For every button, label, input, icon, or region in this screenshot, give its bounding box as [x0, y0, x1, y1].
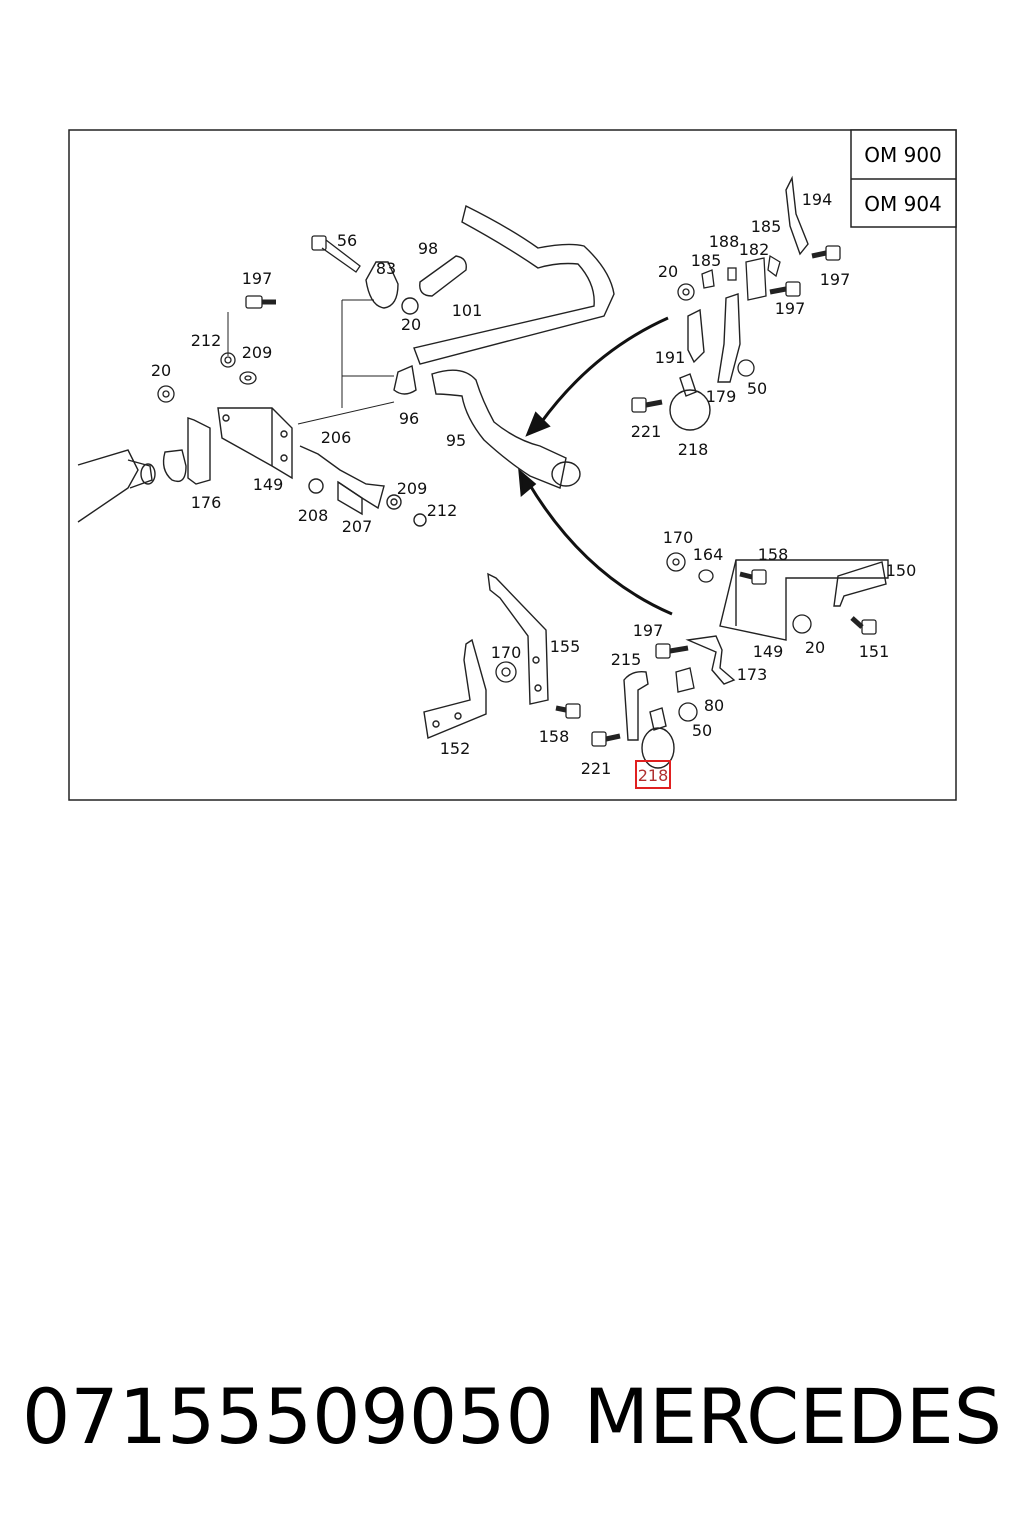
- clamp-218-lower: [641, 707, 675, 769]
- bracket-149-right: [719, 559, 889, 641]
- arrow-upper: [525, 316, 669, 437]
- callout-170: 170: [663, 528, 694, 547]
- callout-176: 176: [191, 493, 222, 512]
- fasteners-upper-right: [631, 245, 841, 413]
- callout-221: 221: [581, 759, 612, 778]
- arrow-lower: [518, 468, 673, 616]
- callout-188: 188: [709, 232, 740, 251]
- hanger-96: [393, 365, 417, 395]
- engine-code-om900: OM 900: [864, 143, 942, 167]
- callout-155: 155: [550, 637, 581, 656]
- callout-208: 208: [298, 506, 329, 525]
- exhaust-parts-diagram: OM 900 OM 904: [68, 129, 957, 801]
- callout-150: 150: [886, 561, 917, 580]
- callout-212: 212: [427, 501, 458, 520]
- pipe-95: [431, 369, 581, 489]
- callout-50: 50: [692, 721, 712, 740]
- callout-96: 96: [399, 409, 419, 428]
- hanger-194: [785, 175, 809, 256]
- callout-179: 179: [706, 387, 737, 406]
- callout-170: 170: [491, 643, 522, 662]
- callout-152: 152: [440, 739, 471, 758]
- callout-20: 20: [805, 638, 825, 657]
- callout-185: 185: [751, 217, 782, 236]
- callout-20: 20: [658, 262, 678, 281]
- clamp-176: [162, 417, 211, 485]
- brand-name: MERCEDES: [583, 1372, 1002, 1461]
- bracket-149-left: [217, 407, 293, 480]
- highlighted-callout-label: 218: [638, 766, 669, 785]
- callout-50: 50: [747, 379, 767, 398]
- bracket-155: [487, 572, 549, 705]
- fasteners-lower-right: [495, 552, 877, 747]
- clamp-83: [365, 261, 419, 315]
- callout-197: 197: [633, 621, 664, 640]
- callout-209: 209: [242, 343, 273, 362]
- part-number: 07155509050: [22, 1372, 554, 1461]
- callout-149: 149: [753, 642, 784, 661]
- callout-191: 191: [655, 348, 686, 367]
- callout-98: 98: [418, 239, 438, 258]
- callout-83: 83: [376, 259, 396, 278]
- callout-labels: 197 56 83 98 20 101 212 209 20 96 95 206…: [151, 190, 916, 778]
- hanger-173: [685, 635, 736, 685]
- callout-197: 197: [242, 269, 273, 288]
- callout-20: 20: [401, 315, 421, 334]
- callout-197: 197: [775, 299, 806, 318]
- callout-209: 209: [397, 479, 428, 498]
- callout-194: 194: [802, 190, 833, 209]
- callout-158: 158: [758, 545, 789, 564]
- callout-20: 20: [151, 361, 171, 380]
- callout-80: 80: [704, 696, 724, 715]
- caption-bar: 07155509050 MERCEDES: [0, 1372, 1024, 1472]
- callout-151: 151: [859, 642, 890, 661]
- clamp-218-upper: [669, 373, 711, 431]
- callout-101: 101: [452, 301, 483, 320]
- callout-212: 212: [191, 331, 222, 350]
- callout-95: 95: [446, 431, 466, 450]
- bracket-150: [833, 561, 887, 607]
- pipe-98: [419, 255, 467, 297]
- callout-197: 197: [820, 270, 851, 289]
- bolt-56: [311, 235, 361, 273]
- engine-code-table: OM 900 OM 904: [850, 129, 957, 228]
- bracket-207: [299, 445, 427, 527]
- fasteners-left: [157, 295, 276, 403]
- callout-149: 149: [253, 475, 284, 494]
- callout-164: 164: [693, 545, 724, 564]
- diagram-frame: [68, 129, 957, 801]
- callout-206: 206: [321, 428, 352, 447]
- callout-56: 56: [337, 231, 357, 250]
- bracket-215: [623, 670, 649, 741]
- bracket-191: [687, 308, 705, 364]
- callout-215: 215: [611, 650, 642, 669]
- callout-218: 218: [678, 440, 709, 459]
- highlighted-callout-218[interactable]: 218: [635, 760, 671, 789]
- callout-158: 158: [539, 727, 570, 746]
- callout-185: 185: [691, 251, 722, 270]
- engine-code-om904: OM 904: [864, 192, 942, 216]
- pipe-101: [413, 204, 615, 365]
- callout-221: 221: [631, 422, 662, 441]
- bracket-152: [423, 638, 487, 739]
- muffler-pipe: [77, 449, 156, 523]
- callout-173: 173: [737, 665, 768, 684]
- callout-182: 182: [739, 240, 770, 259]
- leader-lines-left: [297, 299, 395, 425]
- callout-207: 207: [342, 517, 373, 536]
- bracket-179: [717, 293, 741, 383]
